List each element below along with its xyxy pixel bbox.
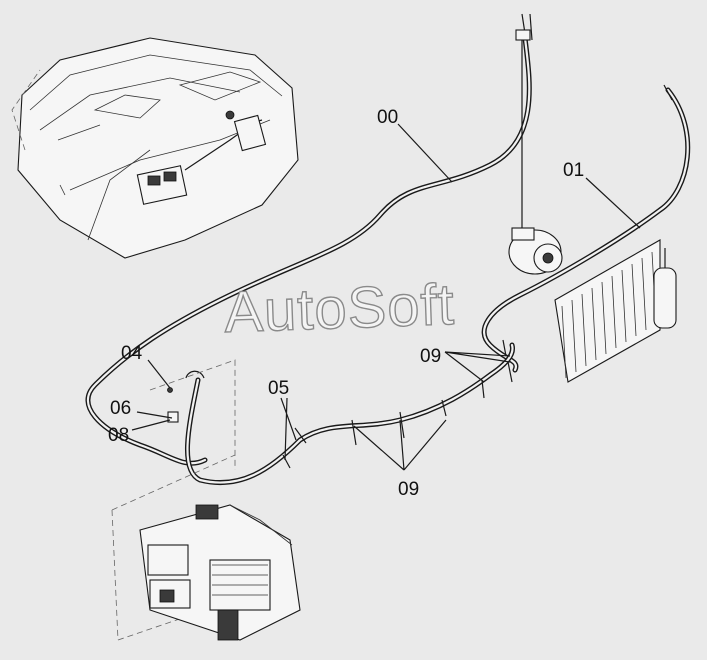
callout-01: 01 <box>563 160 584 181</box>
callout-00: 00 <box>377 107 398 128</box>
leader-lines <box>131 123 641 471</box>
hose-00 <box>85 13 533 466</box>
callout-06: 06 <box>110 398 131 419</box>
callout-04: 04 <box>121 343 143 364</box>
cab-illustration <box>11 37 299 259</box>
hose-lower <box>185 342 516 486</box>
condenser-illustration <box>554 239 677 383</box>
watermark-text: AutoSoft <box>223 272 456 345</box>
callout-09-lower: 09 <box>398 479 419 500</box>
callout-05: 05 <box>268 378 289 399</box>
heater-unit-illustration <box>111 359 301 641</box>
compressor-illustration <box>508 40 563 275</box>
callout-09-upper: 09 <box>420 346 441 367</box>
clamp-markers <box>167 339 513 469</box>
hose-01 <box>481 84 691 373</box>
callout-08: 08 <box>108 425 129 446</box>
